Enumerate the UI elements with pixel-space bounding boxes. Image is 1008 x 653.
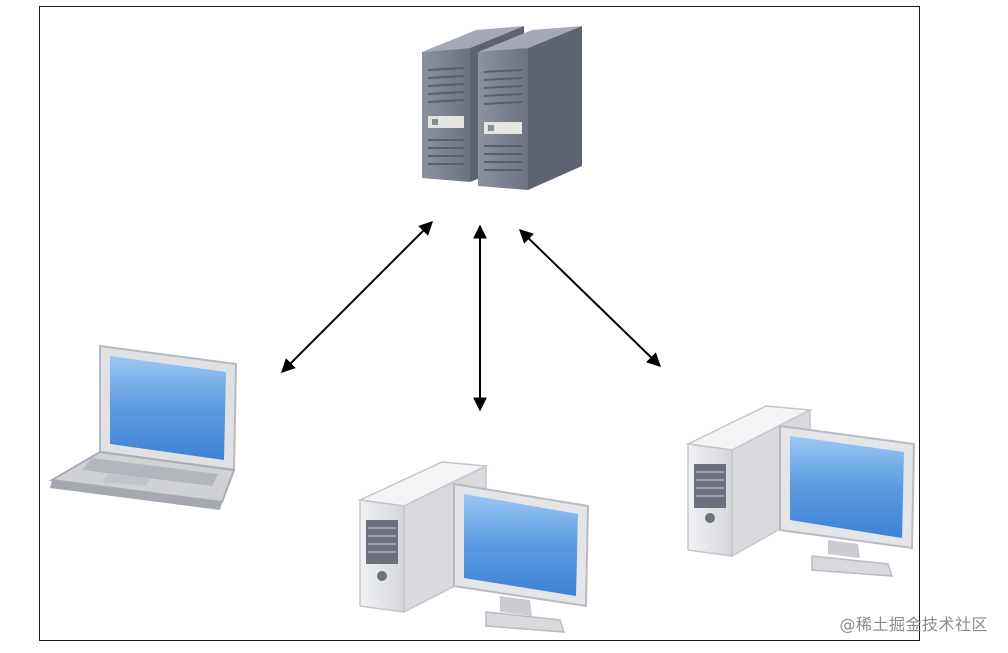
desktop-computer-icon	[357, 461, 590, 633]
watermark-text: @稀土掘金技术社区	[839, 615, 988, 634]
link-arrow-server-laptop	[281, 221, 433, 373]
desktop-computer-icon	[685, 405, 916, 577]
server-icon	[422, 26, 582, 190]
laptop-icon	[48, 344, 238, 510]
link-arrow-server-desktop-right	[518, 229, 662, 367]
